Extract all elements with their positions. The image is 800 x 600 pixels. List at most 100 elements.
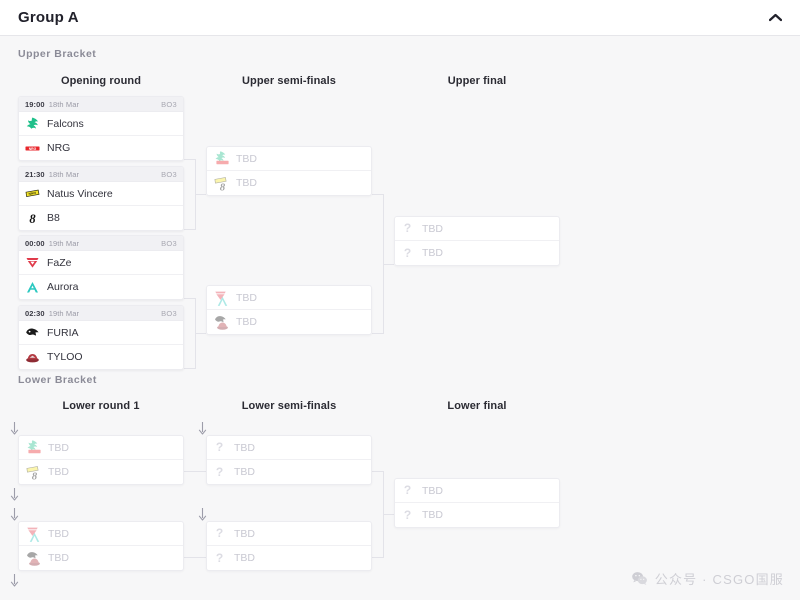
- page-title: Group A: [18, 9, 79, 26]
- team-name: TYLOO: [47, 351, 83, 363]
- team-row[interactable]: TBD: [19, 546, 183, 570]
- team-row[interactable]: ? TBD: [207, 546, 371, 570]
- team-name: TBD: [234, 527, 255, 540]
- match-card[interactable]: TBD TBD: [206, 285, 372, 335]
- connector: [372, 194, 383, 195]
- match-date: 19th Mar: [48, 308, 80, 318]
- team-name: TBD: [234, 552, 255, 564]
- question-mark-icon: ?: [215, 526, 224, 540]
- team-row[interactable]: ? TBD: [207, 522, 371, 546]
- aurora-logo: [25, 280, 40, 295]
- watermark: 公众号 · CSGO国服: [631, 569, 784, 588]
- connector: [184, 368, 195, 369]
- round-title-lower-round-1: Lower round 1: [62, 400, 140, 412]
- round-title-lower-final: Lower final: [447, 400, 507, 412]
- svg-text:8: 8: [32, 470, 38, 482]
- team-name: Natus Vincere: [47, 187, 113, 200]
- match-header: 02:30 19th Mar BO3: [19, 306, 183, 321]
- match-date: 18th Mar: [48, 169, 80, 179]
- connector: [184, 298, 195, 299]
- team-row[interactable]: ? TBD: [395, 479, 559, 503]
- svg-text:NAVI: NAVI: [28, 191, 36, 196]
- team-row[interactable]: TBD: [207, 310, 371, 334]
- winner-placeholder-icon: 8: [213, 174, 230, 193]
- team-row[interactable]: NAVI Natus Vincere: [19, 182, 183, 206]
- match-format: BO3: [161, 99, 177, 109]
- team-row[interactable]: FURIA: [19, 321, 183, 345]
- match-date: 19th Mar: [48, 238, 80, 248]
- question-mark-icon: ?: [403, 507, 412, 522]
- team-name: TBD: [236, 316, 257, 328]
- svg-text:NRG: NRG: [29, 146, 37, 150]
- team-row[interactable]: Falcons: [19, 112, 183, 136]
- connector: [184, 229, 195, 230]
- team-row[interactable]: ? TBD: [395, 241, 559, 265]
- match-time: 02:30: [25, 308, 45, 318]
- team-row[interactable]: ? TBD: [395, 217, 559, 241]
- match-card[interactable]: 02:30 19th Mar BO3 FURIA TYLOO: [18, 305, 184, 370]
- team-row[interactable]: 8 TBD: [19, 460, 183, 484]
- connector: [195, 333, 206, 334]
- match-format: BO3: [161, 308, 177, 318]
- team-name: TBD: [48, 466, 69, 478]
- team-row[interactable]: NRG NRG: [19, 136, 183, 160]
- team-name: FURIA: [47, 326, 79, 339]
- nrg-logo: NRG: [25, 141, 40, 156]
- match-card[interactable]: ? TBD ? TBD: [394, 478, 560, 528]
- connector: [372, 471, 383, 472]
- connector: [372, 557, 383, 558]
- match-card[interactable]: ? TBD ? TBD: [206, 435, 372, 485]
- team-name: TBD: [422, 509, 443, 521]
- match-date: 18th Mar: [48, 99, 80, 109]
- team-row[interactable]: 8 B8: [19, 206, 183, 230]
- question-mark-icon: ?: [215, 464, 224, 479]
- question-mark-icon: ?: [403, 221, 412, 235]
- team-name: TBD: [236, 152, 257, 165]
- match-card[interactable]: 21:30 18th Mar BO3 NAVI Natus Vincere 8 …: [18, 166, 184, 231]
- winner-placeholder-icon: [213, 289, 230, 307]
- drop-down-arrow-icon: [198, 422, 207, 435]
- chevron-up-icon[interactable]: [768, 11, 782, 25]
- team-row[interactable]: ? TBD: [207, 460, 371, 484]
- team-row[interactable]: TBD: [19, 522, 183, 546]
- winner-placeholder-icon: [25, 525, 42, 543]
- team-row[interactable]: TBD: [207, 286, 371, 310]
- falcons-logo: [25, 116, 40, 131]
- match-card[interactable]: 00:00 19th Mar BO3 FaZe Aurora: [18, 235, 184, 300]
- match-card[interactable]: 19:00 18th Mar BO3 Falcons NRG NRG: [18, 96, 184, 161]
- team-row[interactable]: ? TBD: [395, 503, 559, 527]
- team-row[interactable]: 8 TBD: [207, 171, 371, 195]
- team-name: TBD: [48, 552, 69, 564]
- team-row[interactable]: Aurora: [19, 275, 183, 299]
- team-row[interactable]: TBD: [207, 147, 371, 171]
- watermark-text: 公众号 · CSGO国服: [654, 572, 784, 587]
- match-time: 21:30: [25, 169, 45, 179]
- match-card[interactable]: ? TBD ? TBD: [394, 216, 560, 266]
- team-row[interactable]: TBD: [19, 436, 183, 460]
- connector: [184, 159, 195, 160]
- winner-placeholder-icon: [25, 439, 42, 457]
- match-card[interactable]: TBD 8 TBD: [206, 146, 372, 196]
- match-card[interactable]: TBD TBD: [18, 521, 184, 571]
- winner-placeholder-icon: 8: [25, 463, 42, 482]
- drop-down-arrow-icon: [198, 508, 207, 521]
- question-mark-icon: ?: [215, 440, 224, 454]
- connector: [195, 194, 206, 195]
- team-row[interactable]: FaZe: [19, 251, 183, 275]
- drop-down-arrow-icon: [10, 574, 19, 587]
- round-title-opening: Opening round: [60, 75, 142, 87]
- match-time: 19:00: [25, 99, 45, 109]
- match-header: 21:30 18th Mar BO3: [19, 167, 183, 182]
- winner-placeholder-icon: [213, 150, 230, 168]
- match-card[interactable]: TBD 8 TBD: [18, 435, 184, 485]
- team-row[interactable]: TYLOO: [19, 345, 183, 369]
- team-row[interactable]: ? TBD: [207, 436, 371, 460]
- team-name: TBD: [236, 177, 257, 189]
- furia-logo: [25, 325, 40, 340]
- team-name: TBD: [422, 247, 443, 259]
- match-card[interactable]: ? TBD ? TBD: [206, 521, 372, 571]
- group-header[interactable]: Group A: [0, 0, 800, 36]
- match-format: BO3: [161, 169, 177, 179]
- question-mark-icon: ?: [403, 245, 412, 260]
- match-header: 00:00 19th Mar BO3: [19, 236, 183, 251]
